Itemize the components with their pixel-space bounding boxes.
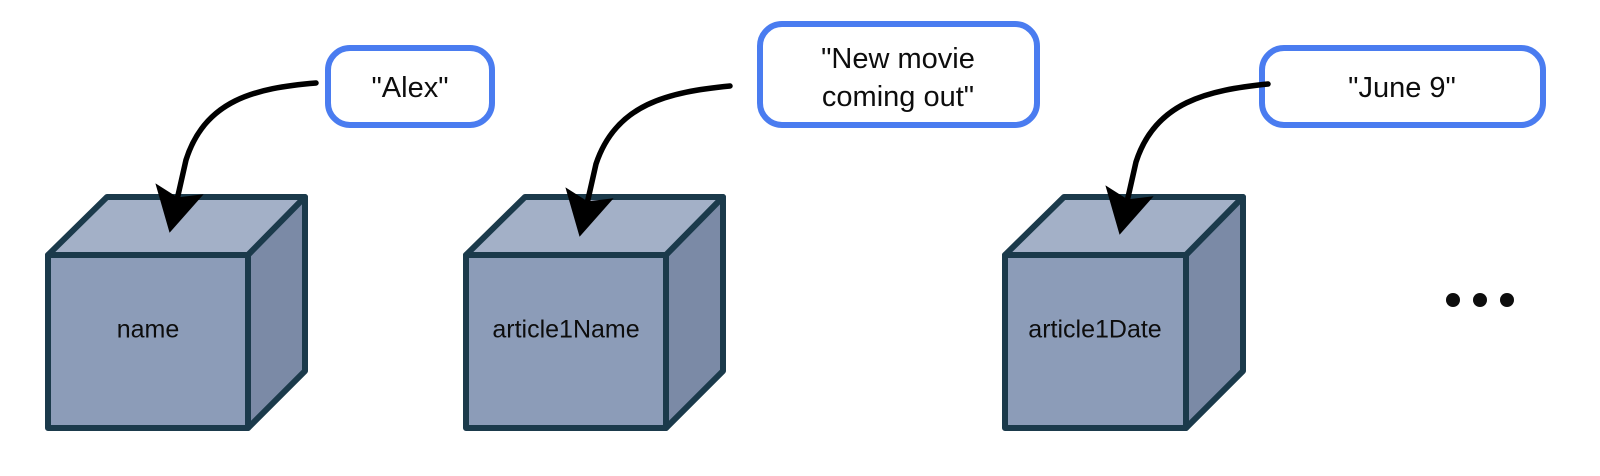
bubble-june-9[interactable]: "June 9" [1259, 45, 1546, 128]
bubble-alex[interactable]: "Alex" [325, 45, 495, 128]
cube-article1date[interactable]: article1Date [1002, 194, 1246, 431]
bubble-new-movie-box [757, 21, 1040, 128]
arrow-june-9-to-article1date [1105, 81, 1271, 235]
bubble-june-9-line-1: "June 9" [1348, 72, 1456, 104]
bubble-new-movie[interactable]: "New movie coming out" [757, 21, 1040, 128]
arrow-new-movie-to-article1name [565, 83, 733, 237]
ellipsis-dot-3 [1500, 293, 1514, 307]
cube-article1name-front-face [463, 252, 669, 431]
ellipsis-dot-1 [1446, 293, 1460, 307]
cube-name-front-face [45, 252, 251, 431]
ellipsis-dot-2 [1473, 293, 1487, 307]
bubble-alex-line-1: "Alex" [371, 72, 448, 104]
bubble-new-movie-line-1: "New movie [821, 43, 975, 75]
cube-name[interactable]: name [45, 194, 308, 431]
cube-name-label: name [117, 316, 180, 344]
cube-article1name-label: article1Name [492, 316, 639, 344]
arrow-alex-to-name [155, 80, 319, 233]
cube-article1date-label: article1Date [1028, 316, 1161, 344]
bubble-alex-box [325, 45, 495, 128]
cube-article1date-front-face [1002, 252, 1189, 431]
cube-article1name[interactable]: article1Name [463, 194, 726, 431]
bubble-new-movie-line-2: coming out" [822, 81, 974, 113]
ellipsis-indicator [1446, 293, 1514, 307]
